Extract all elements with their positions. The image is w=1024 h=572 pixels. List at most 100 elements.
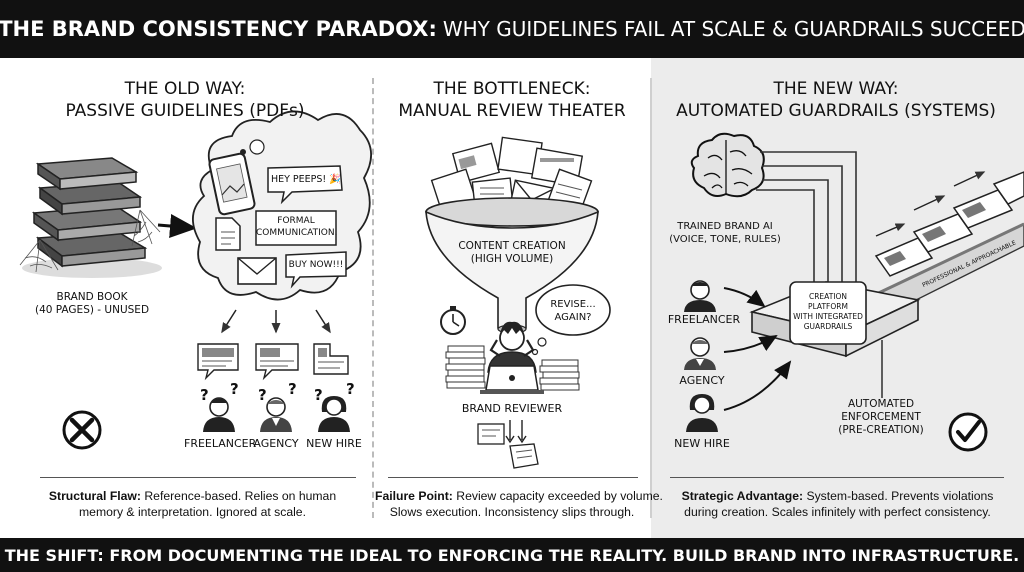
bottleneck-desc-line2: Slows execution. Inconsistency slips thr…	[389, 505, 635, 519]
bottleneck-description: Failure Point: Review capacity exceeded …	[375, 488, 663, 520]
reviewed-docs-icon	[477, 420, 539, 469]
enforce-line2: ENFORCEMENT	[841, 411, 921, 423]
content-funnel-shape	[425, 197, 599, 334]
new-way-heading: THE NEW WAY: AUTOMATED GUARDRAILS (SYSTE…	[676, 78, 996, 122]
brand-reviewer-person-icon	[487, 321, 537, 373]
brand-reviewer-label: BRAND REVIEWER	[461, 402, 563, 415]
new-way-agency-icon	[684, 337, 716, 370]
diverging-arrows	[221, 309, 331, 334]
document-icon	[215, 217, 241, 251]
laptop-icon	[480, 365, 544, 394]
new-way-desc-label: Strategic Advantage:	[681, 489, 804, 503]
column-divider-1	[372, 78, 374, 518]
new-way-agency-label: AGENCY	[679, 374, 725, 387]
svg-text:?: ?	[314, 386, 323, 404]
paper-stacks-icon	[445, 345, 580, 391]
output-doc-1-icon	[197, 343, 239, 381]
platform-line4: GUARDRAILS	[803, 322, 853, 331]
old-way-heading-line2: PASSIVE GUIDELINES (PDFs)	[65, 101, 305, 121]
agency-person-icon	[260, 397, 292, 432]
brain-icon	[690, 132, 765, 198]
formal-line2: COMMUNICATION.	[256, 228, 338, 238]
question-marks: ?? ?? ??	[200, 380, 355, 404]
svg-text:?: ?	[200, 386, 209, 404]
new-way-new-hire-label: NEW HIRE	[674, 437, 730, 450]
new-way-new-hire-icon	[686, 394, 718, 432]
bottleneck-desc-label: Failure Point:	[375, 489, 453, 503]
hey-peeps-bubble	[267, 165, 343, 205]
formal-line1: FORMAL	[277, 216, 315, 226]
success-check-icon	[948, 412, 988, 452]
funnel-label-line2: (HIGH VOLUME)	[470, 253, 554, 265]
funnel-label: CONTENT CREATION (HIGH VOLUME)	[452, 240, 572, 266]
bottleneck-heading-line2: MANUAL REVIEW THEATER	[398, 101, 626, 121]
enforce-line1: AUTOMATED	[847, 398, 915, 410]
platform-line2: PLATFORM	[808, 302, 848, 311]
stopwatch-icon	[440, 306, 466, 335]
motion-arrows	[875, 171, 986, 237]
belt-doc-4-icon	[992, 171, 1024, 205]
old-way-agency-label: AGENCY	[253, 437, 299, 450]
title-bar: THE BRAND CONSISTENCY PARADOX: WHY GUIDE…	[0, 0, 1024, 58]
automated-enforcement-label: AUTOMATED ENFORCEMENT (PRE-CREATION)	[826, 398, 936, 437]
brand-book-label: BRAND BOOK (40 PAGES) - UNUSED	[22, 291, 162, 317]
belt-doc-2-icon	[912, 213, 974, 253]
ai-connection-lines	[756, 151, 857, 294]
bottleneck-heading-line1: THE BOTTLENECK:	[433, 79, 591, 99]
revise-text: REVISE... AGAIN?	[540, 298, 606, 324]
book-to-chaos-arrow	[157, 214, 197, 238]
new-hire-person-icon	[318, 396, 350, 432]
new-way-freelancer-icon	[684, 280, 716, 312]
new-way-desc-line2: during creation. Scales infinitely with …	[684, 505, 991, 519]
platform-line3: WITH INTEGRATED	[793, 312, 863, 321]
ai-label-line2: (VOICE, TONE, RULES)	[669, 234, 781, 245]
title-bold: THE BRAND CONSISTENCY PARADOX:	[0, 17, 437, 41]
ai-label-line1: TRAINED BRAND AI	[677, 221, 773, 232]
svg-text:?: ?	[346, 380, 355, 398]
envelope-icon	[237, 257, 277, 285]
new-way-heading-line1: THE NEW WAY:	[773, 79, 899, 99]
creation-platform-label: CREATION PLATFORM WITH INTEGRATED GUARDR…	[790, 292, 866, 332]
cobweb-icon	[19, 209, 161, 273]
old-way-heading-line1: THE OLD WAY:	[124, 79, 246, 99]
old-way-description: Structural Flaw: Reference-based. Relies…	[20, 488, 365, 520]
brand-book-stack-icon	[22, 157, 162, 278]
buy-now-text: BUY NOW!!!	[288, 260, 344, 270]
revise-line1: REVISE...	[550, 299, 596, 310]
svg-text:?: ?	[288, 380, 297, 398]
old-way-desc-label: Structural Flaw:	[48, 489, 141, 503]
fail-x-icon	[62, 410, 102, 450]
revise-line2: AGAIN?	[554, 312, 592, 323]
belt-doc-1-icon	[874, 237, 934, 277]
revise-thought-bubble	[531, 284, 611, 356]
trained-brand-ai-label: TRAINED BRAND AI (VOICE, TONE, RULES)	[660, 220, 790, 246]
column-divider-2	[650, 78, 652, 518]
new-way-desc-line1: System-based. Prevents violations	[806, 489, 994, 503]
enforce-line3: (PRE-CREATION)	[838, 424, 924, 436]
new-way-description: Strategic Advantage: System-based. Preve…	[655, 488, 1020, 520]
svg-text:?: ?	[230, 380, 239, 398]
old-way-heading: THE OLD WAY: PASSIVE GUIDELINES (PDFs)	[60, 78, 310, 122]
people-to-platform-arrows	[723, 287, 792, 411]
notification-badge-icon	[249, 139, 265, 155]
new-way-freelancer-label: FREELANCER	[667, 313, 741, 326]
bottleneck-rule	[388, 477, 638, 478]
creation-platform-shape	[749, 281, 921, 358]
freelancer-person-icon	[203, 397, 235, 432]
output-doc-3-icon	[313, 343, 349, 375]
brand-book-label-line1: BRAND BOOK	[56, 291, 128, 303]
old-way-new-hire-label: NEW HIRE	[306, 437, 362, 450]
footer-bar: THE SHIFT: FROM DOCUMENTING THE IDEAL TO…	[0, 538, 1024, 572]
hey-peeps-text: HEY PEEPS! 🎉	[270, 174, 342, 185]
old-way-desc-line2: memory & interpretation. Ignored at scal…	[79, 505, 306, 519]
bottleneck-heading: THE BOTTLENECK: MANUAL REVIEW THEATER	[392, 78, 632, 122]
old-way-desc-line1: Reference-based. Relies on human	[144, 489, 337, 503]
new-way-rule	[670, 477, 1004, 478]
dot-icon	[240, 149, 246, 155]
formal-communication-text: FORMAL COMMUNICATION.	[256, 215, 338, 239]
bottleneck-desc-line1: Review capacity exceeded by volume.	[456, 489, 663, 503]
buy-now-bubble	[285, 251, 347, 289]
phone-icon	[208, 152, 256, 216]
platform-line1: CREATION	[808, 292, 848, 301]
